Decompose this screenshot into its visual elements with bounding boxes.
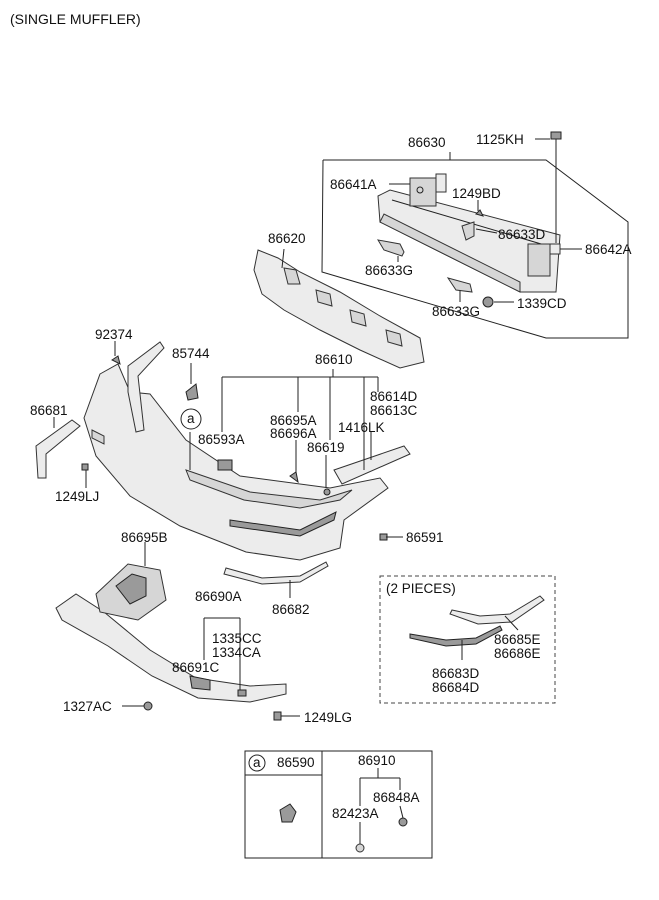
part-label-86620: 86620 [268, 231, 306, 246]
part-label-1335cc: 1335CC [212, 631, 262, 646]
side-trim-86681 [35, 419, 81, 479]
part-label-86691c: 86691C [172, 660, 220, 675]
part-label-1339cd: 1339CD [517, 296, 567, 311]
part-label-86614d: 86614D [370, 389, 418, 404]
part-label-1334ca: 1334CA [212, 645, 261, 660]
bracket-86641a [409, 173, 447, 207]
part-label-1416lk: 1416LK [338, 420, 385, 435]
clip-1327ac [143, 701, 153, 711]
part-label-86695b: 86695B [121, 530, 168, 545]
garnish-86682 [223, 561, 329, 585]
part-label-86633g-a: 86633G [365, 263, 414, 278]
bracket-86633g-left [377, 239, 405, 257]
clip-86633d [461, 221, 475, 241]
part-label-82423a: 82423A [332, 806, 379, 821]
clip-86619 [323, 488, 331, 496]
part-label-86630: 86630 [408, 135, 446, 150]
part-label-1249lg: 1249LG [304, 710, 353, 725]
side-bracket-85744 [111, 341, 199, 433]
part-label-86642a: 86642A [585, 242, 632, 257]
part-label-86695a: 86695A [270, 413, 317, 428]
bolt-1249lg [273, 711, 282, 721]
nut-1339cd [482, 296, 494, 308]
bracket-86633g-right [446, 277, 473, 293]
part-label-86619: 86619 [307, 440, 345, 455]
lower-diffuser [55, 593, 287, 703]
callout-a-label: a [187, 411, 195, 426]
part-label-86685e: 86685E [494, 632, 541, 647]
energy-absorber [253, 249, 425, 369]
diagram-title: (SINGLE MUFFLER) [10, 11, 141, 27]
part-label-86682: 86682 [272, 602, 310, 617]
bumper-cover [83, 363, 389, 561]
part-label-86683d: 86683D [432, 666, 480, 681]
part-label-1125kh: 1125KH [476, 132, 524, 147]
part-label-86613c: 86613C [370, 403, 418, 418]
part-label-1327ac: 1327AC [63, 699, 112, 714]
reflector-86593a [217, 459, 233, 471]
part-label-86696a: 86696A [270, 426, 317, 441]
part-label-86910: 86910 [358, 753, 396, 768]
legend-box [244, 750, 433, 859]
part-label-86690a: 86690A [195, 589, 242, 604]
back-beam [377, 189, 561, 293]
part-label-86610: 86610 [315, 352, 353, 367]
bolt-1125kh [550, 131, 562, 243]
part-label-86593a: 86593A [198, 432, 245, 447]
part-label-86591: 86591 [406, 530, 444, 545]
part-label-92374: 92374 [95, 327, 133, 342]
two-pieces-box [379, 575, 556, 704]
part-label-86641a: 86641A [330, 177, 377, 192]
part-label-86633g-b: 86633G [432, 304, 481, 319]
callout-a-marker [180, 408, 202, 430]
part-label-1249lj: 1249LJ [55, 489, 100, 504]
part-label-86590: 86590 [277, 755, 315, 770]
legend-callout-a-label: a [253, 755, 261, 770]
part-label-86686e: 86686E [494, 646, 541, 661]
part-label-1249bd: 1249BD [452, 186, 501, 201]
screw-1249lj [81, 463, 89, 471]
under-cover-86695b [95, 563, 167, 621]
screw-86591 [379, 533, 388, 541]
part-label-86633d: 86633D [498, 227, 546, 242]
clip-86695a [289, 471, 299, 484]
part-label-86684d: 86684D [432, 680, 480, 695]
part-label-86848a: 86848A [373, 790, 420, 805]
part-label-86681: 86681 [30, 403, 68, 418]
bracket-86642a [527, 243, 561, 277]
side-bracket-86614d [333, 445, 411, 485]
leader-lines [53, 138, 582, 717]
clip-1249bd [475, 209, 484, 217]
part-label-85744: 85744 [172, 346, 210, 361]
two-pieces-label: (2 PIECES) [386, 581, 456, 596]
rail-assembly-box [321, 152, 629, 339]
